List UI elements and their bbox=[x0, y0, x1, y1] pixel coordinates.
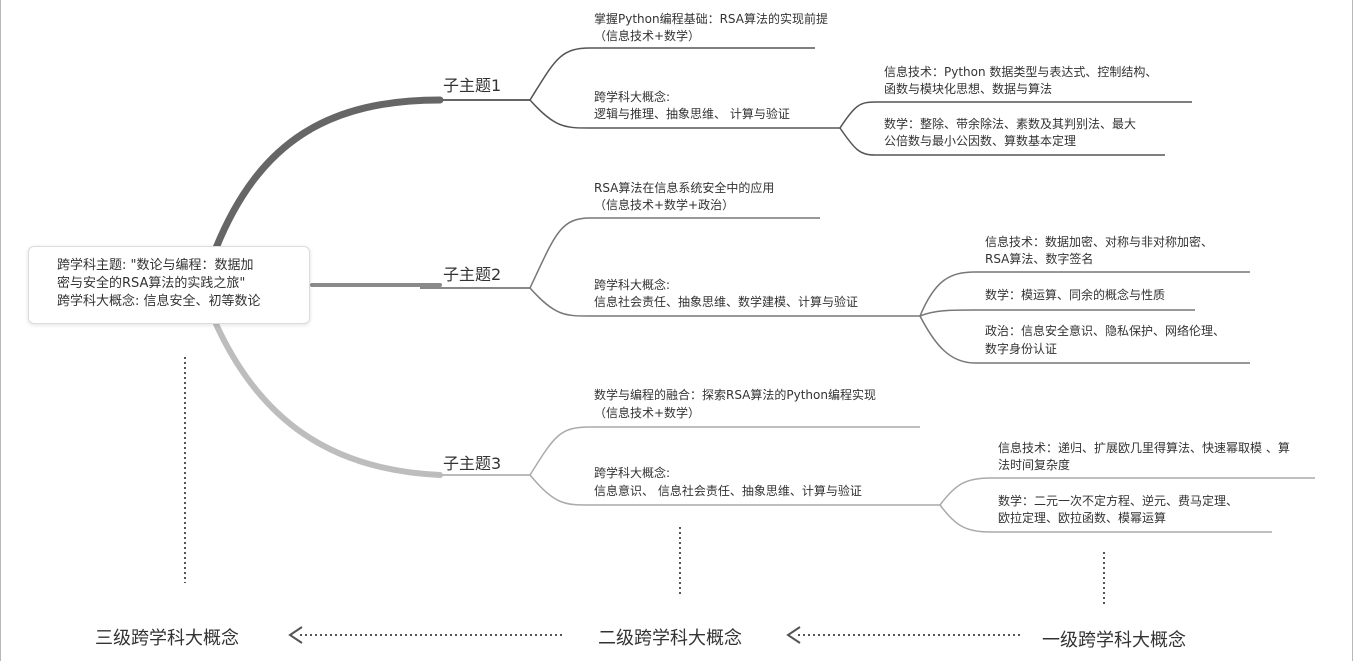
s1-detail2-connector bbox=[839, 127, 876, 156]
s1-app-connector bbox=[529, 47, 591, 101]
s2-detail3-line2: 数字身份认证 bbox=[985, 342, 1058, 356]
s3-detail2-connector bbox=[939, 504, 991, 533]
s2-application-line1: RSA算法在信息系统安全中的应用 bbox=[594, 181, 775, 195]
arrow-head-left-2 bbox=[786, 626, 801, 644]
s1-application-line2: （信息技术+数学） bbox=[594, 29, 701, 43]
s1-detail1-line1: 信息技术：Python 数据类型与表达式、控制结构、 bbox=[884, 65, 1158, 79]
root-title-line1: 跨学科主题: "数论与编程：数据加 bbox=[57, 258, 254, 273]
s2-detail1-line1: 信息技术：数据加密、对称与非对称加密、 bbox=[985, 235, 1214, 249]
level1-label: 一级跨学科大概念 bbox=[1042, 630, 1186, 651]
s2-concept-line2: 信息社会责任、抽象思维、数学建模、计算与验证 bbox=[594, 295, 859, 309]
s1-concept-connector bbox=[529, 99, 591, 129]
root-title-line2: 密与安全的RSA算法的实践之旅" bbox=[57, 276, 246, 291]
s2-detail2-connector bbox=[919, 309, 976, 317]
s2-detail3-line1: 政治：信息安全意识、隐私保护、网络伦理、 bbox=[985, 324, 1226, 338]
s1-concept-line1: 跨学科大概念: bbox=[594, 90, 671, 104]
s1-application-line1: 掌握Python编程基础：RSA算法的实现前提 bbox=[594, 12, 828, 26]
s1-detail1-line2: 函数与模块化思想、数据与算法 bbox=[884, 82, 1053, 96]
subtopic3-label: 子主题3 bbox=[443, 454, 502, 473]
arrow-head-left-1 bbox=[288, 626, 303, 644]
s2-app-connector bbox=[529, 217, 591, 289]
s3-application-line1: 数学与编程的融合：探索RSA算法的Python编程实现 bbox=[594, 388, 876, 402]
s2-concept-connector bbox=[529, 287, 591, 317]
subtopic2-label: 子主题2 bbox=[443, 265, 502, 284]
level3-label: 三级跨学科大概念 bbox=[95, 628, 239, 649]
s1-concept-line2: 逻辑与推理、抽象思维、 计算与验证 bbox=[594, 107, 790, 121]
s3-detail1-line2: 法时间复杂度 bbox=[998, 458, 1071, 472]
s3-detail2-line1: 数学：二元一次不定方程、逆元、费马定理、 bbox=[998, 494, 1239, 508]
branch-subtopic3 bbox=[213, 321, 443, 478]
s2-detail1-line2: RSA算法、数字签名 bbox=[985, 252, 1094, 266]
s1-detail2-line2: 公倍数与最小公因数、算数基本定理 bbox=[884, 134, 1077, 148]
s2-application-line2: （信息技术+数学+政治） bbox=[594, 198, 735, 212]
s3-detail2-line2: 欧拉定理、欧拉函数、模幂运算 bbox=[998, 511, 1167, 525]
s1-detail2-line1: 数学：整除、带余除法、素数及其判别法、最大 bbox=[884, 117, 1137, 131]
s3-concept-line2: 信息意识、 信息社会责任、抽象思维、计算与验证 bbox=[594, 484, 862, 498]
s2-detail3-connector bbox=[919, 315, 976, 364]
s3-concept-connector bbox=[529, 474, 591, 506]
s3-app-connector bbox=[529, 426, 591, 476]
s1-detail1-connector bbox=[839, 101, 876, 129]
s2-concept-line1: 跨学科大概念: bbox=[594, 278, 671, 292]
root-topic-box: 跨学科主题: "数论与编程：数据加 密与安全的RSA算法的实践之旅" 跨学科大概… bbox=[28, 246, 310, 324]
s2-detail1-connector bbox=[919, 271, 976, 317]
branch-subtopic1 bbox=[212, 96, 444, 252]
s3-concept-line1: 跨学科大概念: bbox=[594, 466, 671, 480]
s3-detail1-line1: 信息技术：递归、扩展欧几里得算法、快速幂取模 、算 bbox=[998, 441, 1290, 455]
s3-application-line2: （信息技术+数学） bbox=[594, 406, 701, 420]
s2-detail2-line1: 数学：模运算、同余的概念与性质 bbox=[985, 288, 1166, 302]
s3-detail1-connector bbox=[939, 477, 991, 506]
root-concept: 跨学科大概念: 信息安全、初等数论 bbox=[57, 294, 261, 309]
subtopic1-label: 子主题1 bbox=[443, 76, 502, 95]
level2-label: 二级跨学科大概念 bbox=[598, 628, 742, 649]
